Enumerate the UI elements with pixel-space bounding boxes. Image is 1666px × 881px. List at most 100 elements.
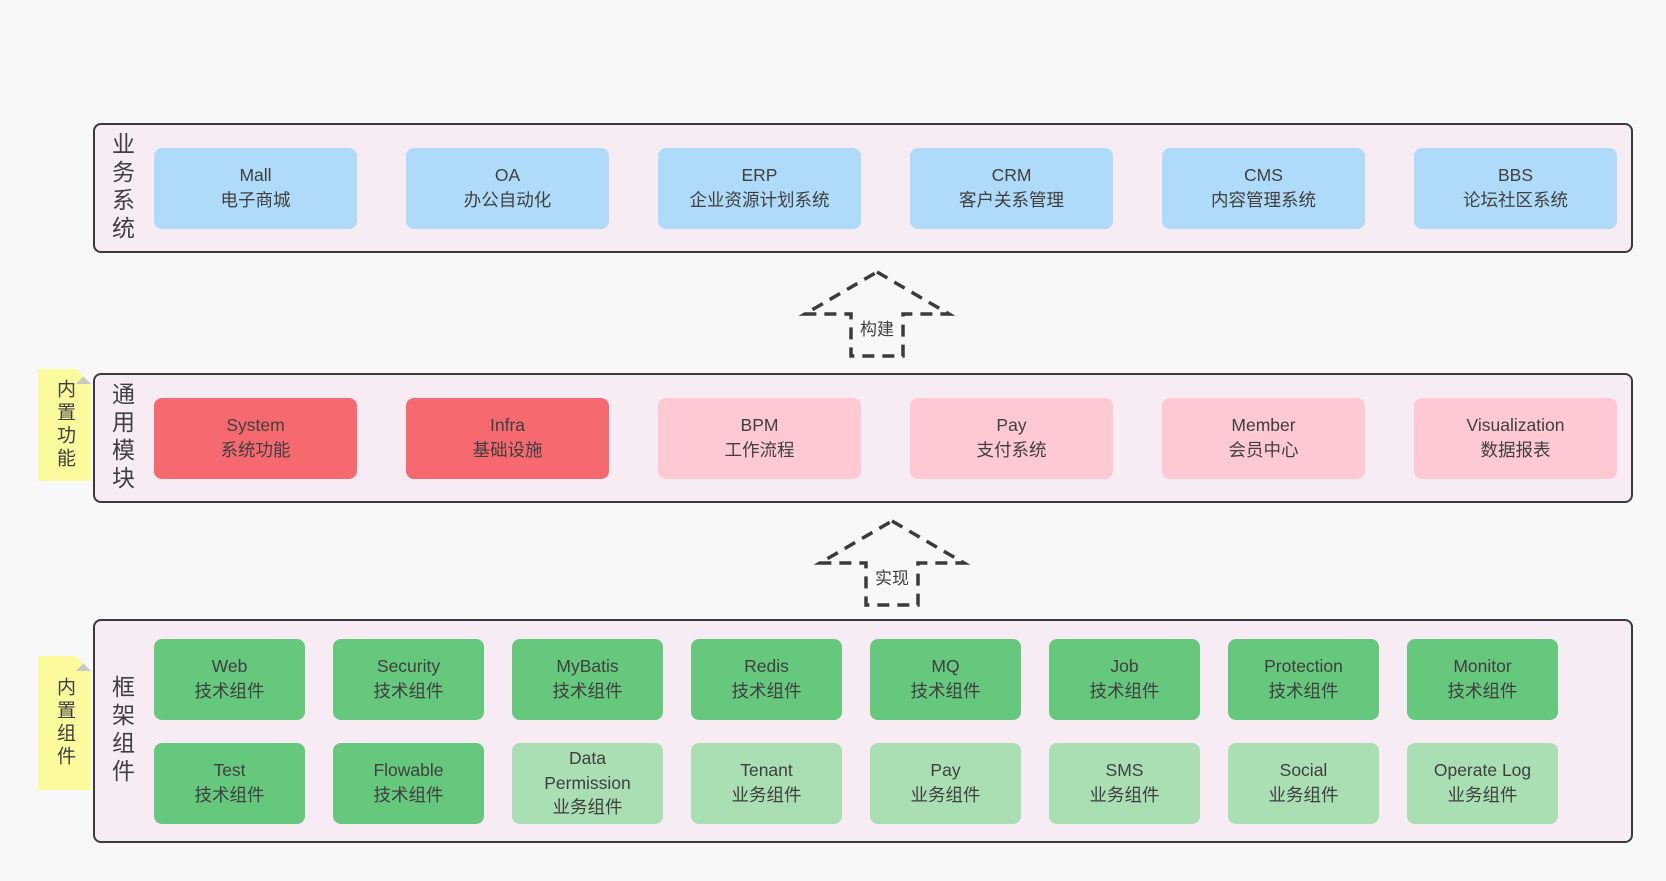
box-label: 工作流程 <box>724 440 795 460</box>
box-label: Member <box>1231 415 1296 436</box>
box-label: 办公自动化 <box>463 190 552 210</box>
box-label: 电子商城 <box>220 190 291 210</box>
box-label: 业务组件 <box>910 785 981 805</box>
box-label: 业务组件 <box>1268 785 1339 805</box>
box-label: Redis <box>744 656 789 677</box>
box-row: System 系统功能 Infra 基础设施 BPM 工作流程 Pay 支付系统 Member 会… <box>154 397 1631 479</box>
box-label: Pay <box>996 415 1027 436</box>
box-label: Visualization <box>1466 415 1565 436</box>
box-label: 技术组件 <box>194 681 265 701</box>
box-label: Operate Log <box>1433 760 1532 781</box>
box-label: Pay <box>930 760 961 781</box>
box-monitor: Monitor 技术组件 <box>1407 638 1558 720</box>
dashed-up-arrow-icon <box>813 518 971 607</box>
box-label: CMS <box>1244 165 1283 186</box>
box-label: Data <box>569 747 606 768</box>
box-label: 技术组件 <box>373 785 444 805</box>
layer-rows: Mall 电子商城 OA 办公自动化 ERP 企业资源计划系统 CRM 客户关系管理 CMS 内容… <box>148 125 1631 251</box>
box-label: 技术组件 <box>910 681 981 701</box>
box-label: 内容管理系统 <box>1211 190 1316 210</box>
box-visualization: Visualization 数据报表 <box>1414 397 1617 479</box>
box-sms: SMS 业务组件 <box>1049 742 1200 824</box>
sticky-note-built-in-features: 内置功能 <box>38 369 91 481</box>
box-label: Job <box>1110 656 1139 677</box>
box-label: 会员中心 <box>1228 440 1299 460</box>
box-label: Flowable <box>373 760 444 781</box>
box-bbs: BBS 论坛社区系统 <box>1414 147 1617 229</box>
box-tenant: Tenant 业务组件 <box>691 742 842 824</box>
box-label: CRM <box>991 165 1032 186</box>
box-operate-log: Operate Log 业务组件 <box>1407 742 1558 824</box>
box-infra: Infra 基础设施 <box>406 397 609 479</box>
box-label: System <box>226 415 285 436</box>
box-label: 系统功能 <box>220 440 291 460</box>
layer-rows: System 系统功能 Infra 基础设施 BPM 工作流程 Pay 支付系统 Member 会… <box>148 375 1631 501</box>
box-system: System 系统功能 <box>154 397 357 479</box>
box-web: Web 技术组件 <box>154 638 305 720</box>
arrow-build: 构建 <box>787 266 967 361</box>
box-label: BBS <box>1497 165 1534 186</box>
arrow-implement-label: 实现 <box>872 563 912 590</box>
box-pay-component: Pay 业务组件 <box>870 742 1021 824</box>
box-label: 业务组件 <box>552 797 623 818</box>
arrow-implement: 实现 <box>802 515 982 610</box>
box-label: Tenant <box>740 760 793 781</box>
box-mq: MQ 技术组件 <box>870 638 1021 720</box>
box-oa: OA 办公自动化 <box>406 147 609 229</box>
box-label: MQ <box>931 656 960 677</box>
arrow-build-label: 构建 <box>857 314 897 341</box>
box-test: Test 技术组件 <box>154 742 305 824</box>
box-label: Mall <box>239 165 272 186</box>
box-label: 基础设施 <box>472 440 543 460</box>
box-label: Monitor <box>1453 656 1512 677</box>
box-row: Mall 电子商城 OA 办公自动化 ERP 企业资源计划系统 CRM 客户关系管理 CMS 内容… <box>154 147 1631 229</box>
box-label: 企业资源计划系统 <box>689 190 830 210</box>
box-label: 技术组件 <box>194 785 265 805</box>
box-protection: Protection 技术组件 <box>1228 638 1379 720</box>
box-label: MyBatis <box>556 656 619 677</box>
box-pay-system: Pay 支付系统 <box>910 397 1113 479</box>
box-label: 技术组件 <box>1447 681 1518 701</box>
box-label: 数据报表 <box>1480 440 1551 460</box>
layer-label-business-systems: 业务系统 <box>108 132 135 244</box>
box-erp: ERP 企业资源计划系统 <box>658 147 861 229</box>
box-label: SMS <box>1105 760 1144 781</box>
box-security: Security 技术组件 <box>333 638 484 720</box>
box-label: Permission <box>544 772 631 793</box>
box-label: 业务组件 <box>731 785 802 805</box>
box-label: 支付系统 <box>976 440 1047 460</box>
box-mall: Mall 电子商城 <box>154 147 357 229</box>
box-label: OA <box>494 165 521 186</box>
layer-business-systems: 业务系统 Mall 电子商城 OA 办公自动化 ERP 企业资源计划系统 CRM 客户关系管理… <box>93 123 1633 253</box>
box-label: 论坛社区系统 <box>1463 190 1568 210</box>
box-crm: CRM 客户关系管理 <box>910 147 1113 229</box>
box-flowable: Flowable 技术组件 <box>333 742 484 824</box>
box-label: 客户关系管理 <box>959 190 1064 210</box>
sticky-note-built-in-components: 内置组件 <box>38 656 91 790</box>
box-cms: CMS 内容管理系统 <box>1162 147 1365 229</box>
box-label: Security <box>376 656 441 677</box>
layer-label-framework-components: 框架组件 <box>108 675 135 787</box>
box-label: Infra <box>489 415 526 436</box>
box-label: BPM <box>740 415 779 436</box>
dashed-up-arrow-icon <box>798 269 956 358</box>
layer-label-common-modules: 通用模块 <box>108 382 135 494</box>
box-label: Protection <box>1264 656 1343 677</box>
box-bpm: BPM 工作流程 <box>658 397 861 479</box>
box-label: 技术组件 <box>373 681 444 701</box>
box-label: ERP <box>741 165 778 186</box>
box-label: 业务组件 <box>1447 785 1518 805</box>
box-label: 业务组件 <box>1089 785 1160 805</box>
box-label: 技术组件 <box>1268 681 1339 701</box>
box-label: Test <box>213 760 246 781</box>
layer-common-modules: 通用模块 System 系统功能 Infra 基础设施 BPM 工作流程 Pay 支付系统 Me… <box>93 373 1633 503</box>
box-label: Web <box>211 656 248 677</box>
